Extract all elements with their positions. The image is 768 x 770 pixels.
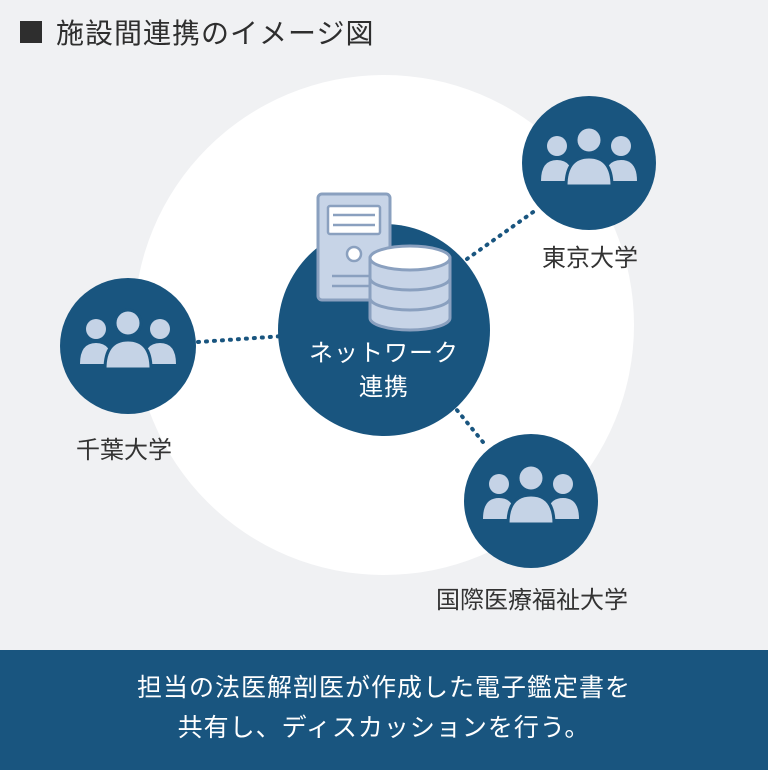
connector-chiba <box>196 334 286 344</box>
hub-label-line1: ネットワーク <box>309 339 459 367</box>
page-title: 施設間連携のイメージ図 <box>20 12 374 52</box>
caption-banner: 担当の法医解剖医が作成した電子鑑定書を 共有し、ディスカッションを行う。 <box>0 650 768 770</box>
hub-label-line2: 連携 <box>359 373 409 401</box>
connector-iuhw <box>450 402 489 449</box>
page-title-text: 施設間連携のイメージ図 <box>56 17 375 50</box>
database-icon <box>368 244 452 332</box>
node-tokyo <box>522 96 656 230</box>
people-icon <box>541 125 637 188</box>
node-iuhw <box>464 434 598 568</box>
hub-label: ネットワーク 連携 <box>274 336 494 404</box>
caption-line2: 共有し、ディスカッションを行う。 <box>177 713 591 742</box>
connector-tokyo <box>465 208 538 261</box>
people-icon <box>80 308 176 371</box>
label-tokyo: 東京大学 <box>542 244 638 272</box>
people-icon <box>483 463 579 526</box>
title-square-icon <box>20 21 42 43</box>
network-diagram <box>60 75 656 575</box>
label-chiba: 千葉大学 <box>76 436 172 464</box>
label-iuhw: 国際医療福祉大学 <box>436 586 628 614</box>
caption-line1: 担当の法医解剖医が作成した電子鑑定書を <box>136 673 631 702</box>
node-chiba <box>60 278 196 414</box>
